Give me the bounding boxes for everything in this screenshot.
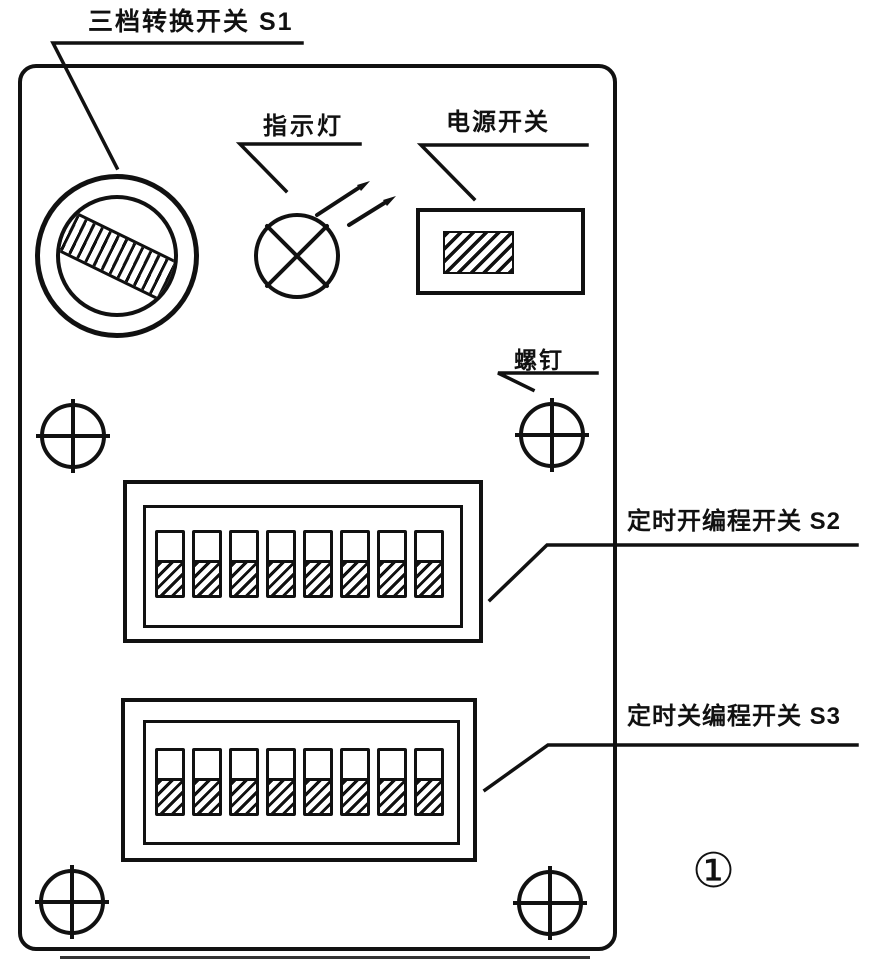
s3-dip-switch-8	[414, 748, 444, 816]
lever-hatched-area	[269, 560, 293, 595]
rotary-switch-s1-outer-ring	[35, 174, 199, 338]
lever-up-area	[195, 751, 219, 778]
label-rotary-switch-s1: 三档转换开关 S1	[88, 8, 294, 36]
lever-hatched-area	[380, 778, 404, 813]
dip-bank-s2-switches	[155, 530, 444, 598]
screw-cross-v	[548, 866, 552, 940]
lever-hatched-area	[195, 778, 219, 813]
panel-bottom-double-line	[60, 956, 590, 959]
screw-top-right	[515, 398, 589, 472]
s3-dip-switch-6	[340, 748, 370, 816]
s2-dip-switch-7	[377, 530, 407, 598]
label-dip-bank-s3: 定时关编程开关 S3	[627, 703, 842, 730]
lever-up-area	[380, 533, 404, 560]
screw-cross-v	[71, 399, 75, 473]
lever-up-area	[417, 533, 441, 560]
power-switch-slider	[443, 231, 514, 274]
s3-dip-switch-1	[155, 748, 185, 816]
screw-bottom-right	[513, 866, 587, 940]
s2-dip-switch-5	[303, 530, 333, 598]
lever-hatched-area	[232, 778, 256, 813]
figure-number-badge: ①	[692, 845, 736, 898]
lever-up-area	[417, 751, 441, 778]
lever-hatched-area	[269, 778, 293, 813]
rotary-switch-s1-knob	[56, 195, 178, 317]
lever-hatched-area	[417, 560, 441, 595]
lever-hatched-area	[380, 560, 404, 595]
screw-bottom-left	[35, 865, 109, 939]
s2-dip-switch-1	[155, 530, 185, 598]
lever-hatched-area	[343, 560, 367, 595]
lever-up-area	[269, 751, 293, 778]
label-screw: 螺钉	[514, 347, 564, 373]
lever-up-area	[232, 751, 256, 778]
lever-up-area	[306, 533, 330, 560]
lever-hatched-area	[306, 778, 330, 813]
s2-dip-switch-8	[414, 530, 444, 598]
lever-hatched-area	[158, 778, 182, 813]
s2-dip-switch-3	[229, 530, 259, 598]
lever-up-area	[158, 751, 182, 778]
s2-dip-switch-4	[266, 530, 296, 598]
lever-up-area	[306, 751, 330, 778]
dip-bank-s3-switches	[155, 748, 444, 816]
s3-dip-switch-2	[192, 748, 222, 816]
lever-hatched-area	[417, 778, 441, 813]
s3-dip-switch-4	[266, 748, 296, 816]
s2-dip-switch-2	[192, 530, 222, 598]
lever-hatched-area	[343, 778, 367, 813]
s3-dip-switch-5	[303, 748, 333, 816]
label-dip-bank-s2: 定时开编程开关 S2	[627, 508, 842, 535]
label-power-switch: 电源开关	[446, 109, 550, 136]
s2-dip-switch-6	[340, 530, 370, 598]
label-indicator-lamp: 指示灯	[263, 113, 344, 140]
lever-up-area	[343, 533, 367, 560]
lever-hatched-area	[232, 560, 256, 595]
screw-cross-v	[70, 865, 74, 939]
lever-up-area	[195, 533, 219, 560]
s3-dip-switch-7	[377, 748, 407, 816]
lever-up-area	[232, 533, 256, 560]
lever-hatched-area	[195, 560, 219, 595]
lever-up-area	[269, 533, 293, 560]
screw-cross-v	[550, 398, 554, 472]
rotary-switch-s1-handle-bar	[60, 203, 174, 309]
lever-up-area	[158, 533, 182, 560]
power-switch-body	[416, 208, 585, 295]
screw-top-left	[36, 399, 110, 473]
indicator-lamp-icon	[254, 213, 340, 299]
s3-dip-switch-3	[229, 748, 259, 816]
lever-hatched-area	[158, 560, 182, 595]
lever-up-area	[343, 751, 367, 778]
lever-up-area	[380, 751, 404, 778]
lever-hatched-area	[306, 560, 330, 595]
